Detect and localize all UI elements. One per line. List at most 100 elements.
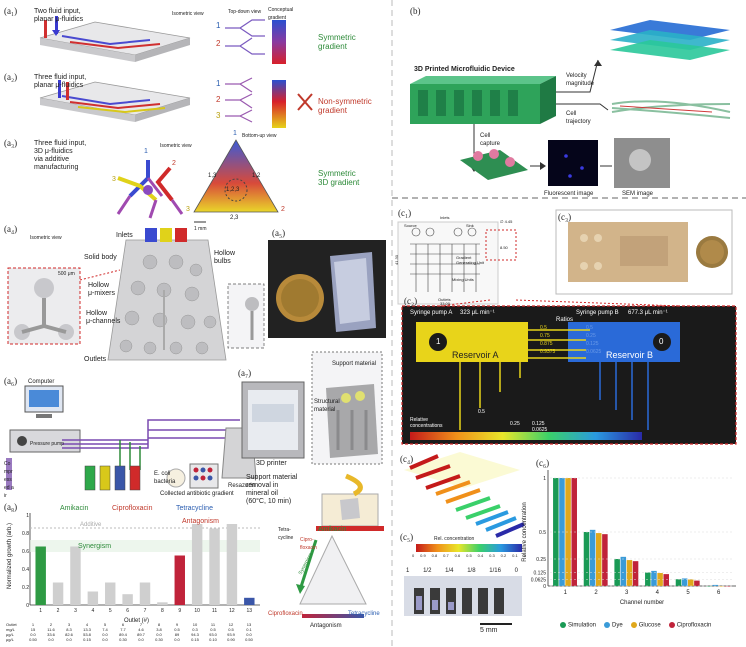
- a4-mixers-line2: μ-mixers: [88, 290, 115, 297]
- c6-legend-item: Glucose: [630, 622, 661, 629]
- a8-table-cell: 89.4: [119, 632, 127, 637]
- c5-dilution-label: 1/4: [445, 568, 454, 574]
- a8-table-cell: 7.4: [102, 627, 108, 632]
- c6-bar: [626, 560, 633, 586]
- a2-input-3: 3: [216, 111, 221, 120]
- a8-x-tick: 13: [247, 608, 253, 614]
- a8-table-cell: 93.0: [209, 632, 217, 637]
- a3-desc-line3: via additive: [34, 156, 70, 163]
- c6-xlabel: Channel number: [620, 600, 664, 606]
- a3-desc-line2: 3D μ-fluidics: [34, 148, 73, 155]
- a8-table-cell: 0.0: [30, 632, 36, 637]
- a4-channels-line1: Hollow: [86, 310, 108, 317]
- a4-channels-line2: μ-channels: [86, 318, 121, 325]
- c6-bar: [657, 573, 663, 586]
- a8-table-cell: 0.1: [246, 627, 252, 632]
- a8-legend-ciprofloxacin: Ciprofloxacin: [112, 505, 153, 512]
- a8-table-cell: 4.6: [138, 627, 144, 632]
- panel-label-a2: (a₂): [4, 72, 18, 82]
- c2-ratio-left: 0.9375: [540, 349, 556, 355]
- a8-table-cell: 0.15: [83, 637, 91, 642]
- a8-table-cell: 0.30: [155, 637, 163, 642]
- a7-printer-label: 3D printer: [256, 460, 287, 467]
- a8-legend-amikacin: Amikacin: [60, 505, 89, 512]
- a8-tri-right: Tetracycline: [348, 611, 380, 617]
- a8-x-tick: 7: [144, 608, 147, 614]
- b-trajectory-line2: trajectory: [566, 119, 591, 125]
- a1-result-1: Symmetric: [318, 33, 356, 42]
- a8-y-tick: 0.4: [22, 567, 29, 573]
- panel-label-c6: (c₆): [536, 458, 550, 468]
- a3-desc-line4: manufacturing: [34, 164, 79, 171]
- a2-input-2: 2: [216, 95, 221, 104]
- c5-colorbar-tick: 0: [523, 553, 526, 558]
- a8-table-cell: 12: [228, 622, 234, 627]
- a8-tetra-label: Tetra-cycline: [278, 527, 294, 541]
- c1-dim-4: 41.30: [394, 254, 400, 266]
- c6-y-tick: 0.0625: [531, 577, 547, 583]
- a8-xlabel: Outlet (#): [124, 618, 150, 624]
- a8-table-cell: 53.8: [83, 632, 91, 637]
- a8-y-tick: 0.2: [22, 585, 29, 591]
- a8-bar: [139, 582, 151, 605]
- c6-bar: [718, 586, 725, 587]
- a8-x-tick: 11: [212, 608, 217, 614]
- a8-y-tick: 0: [26, 603, 29, 609]
- a8-table-cell: 0.90: [227, 637, 235, 642]
- a8-tri-top: Amikacin: [318, 526, 347, 533]
- a4-solid-label: Solid body: [84, 254, 117, 261]
- c2-ratios: Ratios: [556, 317, 574, 323]
- a3-tri-3: 3: [186, 206, 190, 213]
- c6-bar: [589, 529, 596, 586]
- a8-table-cell: 1: [31, 622, 35, 627]
- c2-ratio-left: 0.875: [540, 341, 553, 347]
- a8-table-cell: 2: [49, 622, 53, 627]
- a8-table-cell: 0.5: [228, 627, 234, 632]
- c5-colorbar-tick: 0.3: [489, 553, 495, 558]
- a2-result-2: gradient: [318, 106, 347, 115]
- c6-legend-item: Simulation: [560, 622, 596, 629]
- a1-concept-label: Conceptual gradient: [268, 7, 294, 21]
- a8-synergism-label: Synergism: [78, 543, 112, 550]
- c5-colorbar-tick: 0.9: [420, 553, 426, 558]
- a6-ecoli-line2: bacteria: [154, 479, 176, 485]
- c2-bottom-right1: 0.125: [532, 421, 545, 427]
- panel-label-a4: (a₄): [4, 224, 18, 234]
- a8-legend-tetracycline: Tetracycline: [176, 505, 213, 512]
- c5-dilution-label: 1: [406, 568, 410, 574]
- c5-dilution-label: 1/8: [467, 568, 476, 574]
- a8-tri-left: Ciprofloxacin: [268, 611, 303, 617]
- a8-bar: [70, 546, 81, 605]
- b-capture-line2: capture: [480, 141, 501, 147]
- a3-result-2: 3D gradient: [318, 178, 360, 187]
- a8-table-cell: 0.0: [102, 637, 108, 642]
- c5-dilution-label: 0: [514, 568, 518, 574]
- a8-table-row-head: Outlet: [6, 622, 17, 627]
- c2-ratio-right: 0.0625: [586, 349, 602, 355]
- c6-legend-item: Ciprofloxacin: [668, 622, 711, 629]
- a4-scale-label: 500 μm: [58, 271, 75, 277]
- a8-table-row-head: μg/L: [6, 632, 14, 637]
- c1-dim-1: ∅ 4.45: [500, 219, 513, 224]
- a8-additive-label: Additive: [80, 522, 102, 528]
- a8-ylabel: Normalized growth (arb.): [7, 522, 13, 590]
- a8-table-cell: 5: [103, 622, 107, 627]
- a8-x-tick: 1: [39, 608, 42, 614]
- a8-x-tick: 9: [178, 608, 181, 614]
- a3-bottom-label: Bottom-up view: [242, 133, 277, 139]
- a8-table-cell: 0.0: [156, 632, 162, 637]
- a3-tree-1: 1: [144, 148, 148, 155]
- a8-bar: [174, 555, 185, 605]
- a8-y-tick: 1: [26, 513, 29, 519]
- a7-structural-line1: Structural: [314, 399, 340, 405]
- c5-colorbar-tick: 0.6: [454, 553, 461, 558]
- c6-bar: [675, 579, 682, 586]
- a8-table-cell: 13.3: [83, 627, 91, 632]
- panel-label-c4: (c₄): [400, 454, 414, 464]
- a3-tree-3: 3: [112, 176, 116, 183]
- a8-table-cell: 3.8: [156, 627, 162, 632]
- b-velocity-line1: Velocity: [566, 73, 587, 79]
- a7-structural-line2: material: [314, 407, 336, 413]
